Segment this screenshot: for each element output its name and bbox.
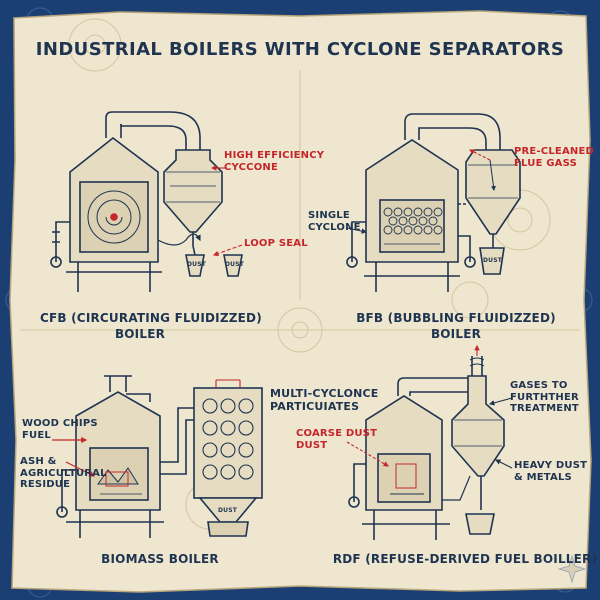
cfb-boiler-drawing — [50, 111, 243, 292]
biomass-caption: BIOMASS BOILER — [101, 552, 219, 566]
bfb-caption-line1: BFB (BUBBLING FLUIDIZZED) — [356, 311, 556, 325]
cfb-caption-line1: CFB (CIRCURATING FLUIDIZZED) — [40, 311, 262, 325]
biomass-dust-label: DUST — [218, 507, 238, 514]
cfb-caption-line2: BOILER — [114, 327, 166, 341]
multi-cyclone-label: MULTI-CYCLONCE PARTICUIATES — [270, 387, 379, 413]
rdf-heavy-dust-label: HEAVY DUST & METALS — [514, 460, 588, 483]
rdf-coarse-dust-label: COARSE DUST DUST — [296, 428, 378, 451]
rdf-caption: RDF (REFUSE-DERIVED FUEL BOILLER) — [332, 552, 598, 566]
sparkle-icon — [557, 554, 587, 584]
biomass-boiler-drawing — [52, 375, 194, 538]
cfb-dust-label-1: DUST — [187, 261, 207, 268]
cfb-loop-seal-label: LOOP SEAL — [244, 238, 308, 249]
cfb-dust-label-2: DUST — [225, 261, 245, 268]
leader-lines — [210, 149, 513, 469]
biomass-wood-chips-label: WOOD CHIPS FUEL — [22, 418, 98, 441]
cfb-cyclone-label: HIGH EFFICIENCY CYCCONE — [224, 150, 325, 173]
page-title: INDUSTRIAL BOILERS WITH CYCLONE SEPARATO… — [35, 39, 565, 60]
bfb-single-cyclone-label: SINGLE CYCLONE — [308, 210, 361, 233]
bfb-dust-label: DUST — [483, 257, 503, 264]
rdf-gases-label: GASES TO FURTHTHER TREATMENT — [510, 380, 579, 414]
biomass-ash-residue-label: ASH & AGRICULTURAL RESIDUE — [20, 456, 107, 490]
multi-cyclone-drawing — [193, 379, 263, 537]
bfb-boiler-drawing — [346, 113, 521, 292]
bfb-flue-gas-label: PRE-CLEANED FLUE GASS — [514, 146, 594, 169]
bfb-caption-line2: BOILER — [430, 327, 482, 341]
